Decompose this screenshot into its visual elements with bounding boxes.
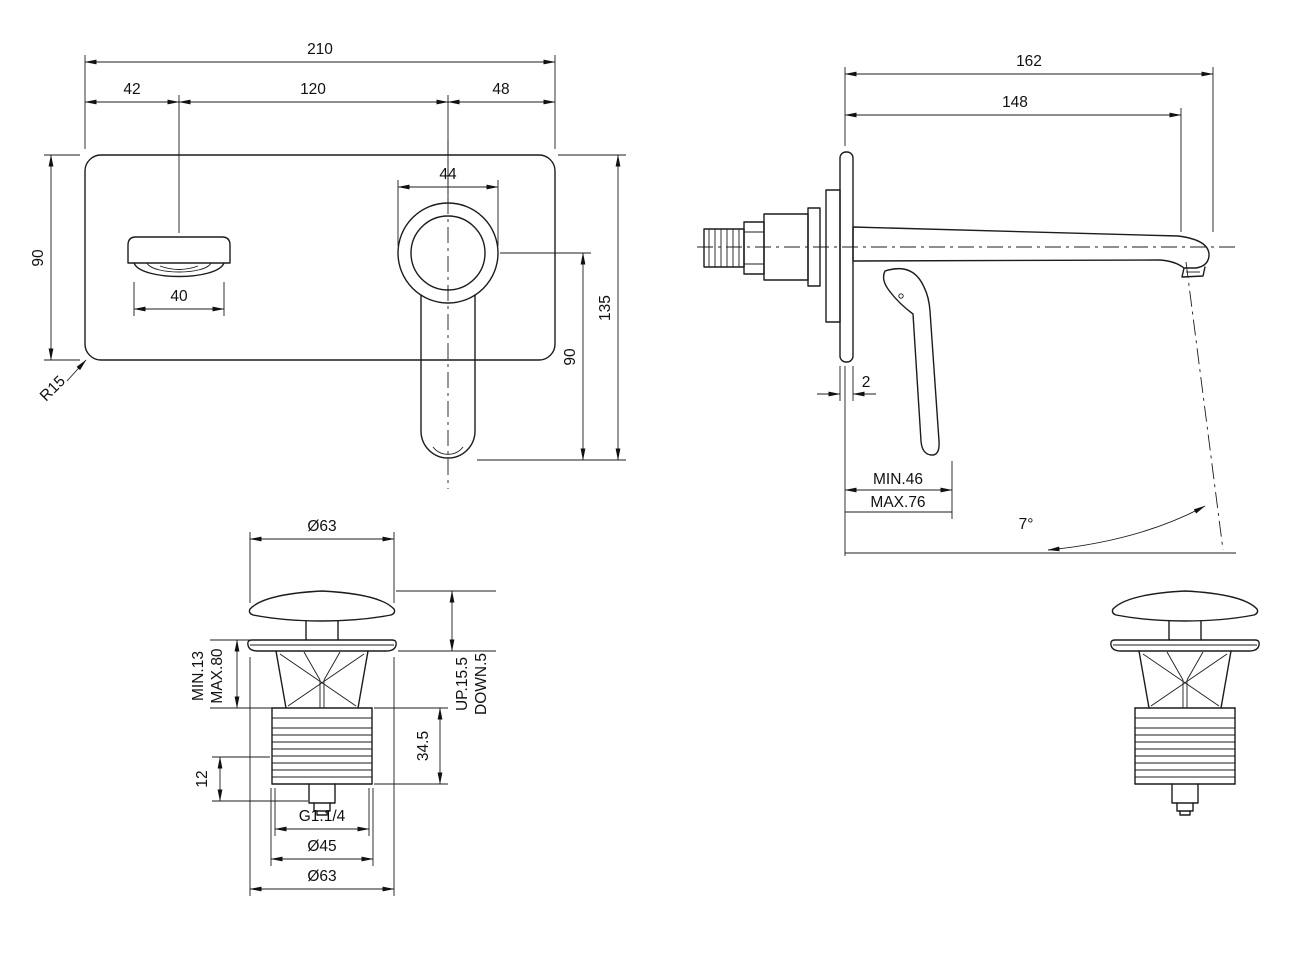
dim-drain-thread-size-label: G1.1/4	[299, 808, 346, 825]
dim-spout-angle-label: 7°	[1019, 516, 1034, 533]
dim-wall-depth-min-label: MIN.46	[873, 471, 923, 488]
inwall-body	[703, 189, 841, 323]
dim-front-offsets: 42 120 48	[84, 81, 556, 233]
dim-spout-to-handle-label: 120	[300, 81, 326, 98]
dim-spout-width-label: 40	[170, 288, 188, 305]
dim-handle-width-label: 44	[439, 166, 457, 183]
dim-spout-reach-label: 148	[1002, 94, 1028, 111]
dim-front-total-width-label: 210	[307, 41, 333, 58]
dim-plate-height-label: 90	[30, 249, 47, 267]
dim-spout-width: 40	[133, 282, 225, 316]
spout-side	[852, 226, 1210, 278]
drain-detail-right	[1110, 590, 1260, 816]
dim-drain-install-max-label: MAX.80	[209, 648, 226, 704]
dim-drain-cap-diameter: Ø63	[249, 518, 395, 603]
dim-drain-travel-down-label: DOWN.5	[473, 653, 490, 715]
dim-drain-body-diameter-label: Ø45	[307, 838, 336, 855]
dim-corner-radius-label: R15	[37, 373, 69, 405]
dim-spout-reach: 148	[844, 94, 1182, 232]
dim-plate-thickness-label: 2	[862, 374, 871, 391]
dim-handle-offset-label: 48	[492, 81, 509, 98]
dim-overall-height-label: 135	[597, 295, 614, 321]
dim-drain-cap-diameter-label: Ø63	[307, 518, 336, 535]
dim-drain-travel-up-label: UP.15.5	[454, 657, 471, 711]
side-view: 162 148 2 MIN.46 MAX.76 7°	[697, 53, 1237, 556]
dim-drain-lower-body-label: 34.5	[415, 731, 432, 761]
spout-front	[127, 236, 231, 278]
dim-overall-reach-label: 162	[1016, 53, 1042, 70]
dim-spout-angle: 7°	[845, 261, 1236, 554]
handle-side	[882, 267, 940, 456]
dim-drain-lower-body: 34.5	[374, 707, 448, 785]
mixer-plate-outline	[84, 154, 556, 361]
dim-drain-body-diameter: Ø45	[270, 788, 374, 866]
dim-drain-thread-length: 12	[194, 756, 308, 802]
dim-drain-install-min-label: MIN.13	[190, 651, 207, 701]
front-view: 210 42 120 48 44 40 90	[30, 41, 626, 489]
dim-plate-thickness: 2	[817, 366, 876, 401]
dim-plate-height: 90	[30, 154, 80, 361]
dim-overall-reach: 162	[844, 53, 1214, 232]
dim-wall-depth-max-label: MAX.76	[870, 494, 925, 511]
dim-handle-length-label: 90	[562, 348, 579, 366]
dim-wall-depth: MIN.46 MAX.76	[844, 366, 953, 556]
dim-corner-radius: R15	[37, 359, 87, 405]
dim-drain-flange-diameter-label: Ø63	[307, 868, 336, 885]
dim-overall-height: 135	[477, 154, 626, 461]
dim-spout-offset-label: 42	[123, 81, 140, 98]
dim-drain-thread-length-label: 12	[194, 770, 211, 787]
dim-drain-install-depth: MIN.13 MAX.80	[190, 639, 272, 709]
dim-drain-thread-size: G1.1/4	[274, 788, 370, 836]
dim-drain-flange-diameter: Ø63	[249, 657, 395, 896]
set-screw	[898, 293, 904, 299]
drain-detail-left: Ø63 UP.15.5 DOWN.5 MIN.13 MAX.80 34.5	[190, 518, 496, 896]
wall-plate-edge	[839, 151, 854, 363]
dim-handle-length: 90	[500, 252, 591, 461]
dim-handle-width: 44	[397, 166, 499, 246]
dim-drain-travel: UP.15.5 DOWN.5	[396, 590, 496, 715]
